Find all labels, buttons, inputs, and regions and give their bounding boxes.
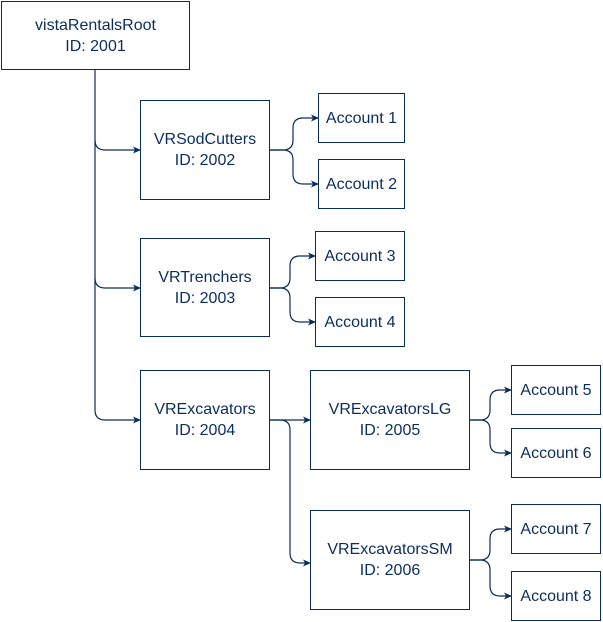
connector-trenchers-to-account-4 <box>270 287 316 326</box>
account-label: Account 1 <box>325 109 398 127</box>
node-vista-rentals-root[interactable]: vistaRentalsRoot ID: 2001 <box>1 1 190 70</box>
account-node-7[interactable]: Account 7 <box>511 504 601 554</box>
connector-sodcutters-to-account-1 <box>270 114 319 151</box>
connector-lg-to-account-5 <box>470 386 512 421</box>
account-node-4[interactable]: Account 4 <box>315 297 405 347</box>
node-id: ID: 2006 <box>359 562 421 579</box>
account-node-8[interactable]: Account 8 <box>511 571 601 621</box>
node-id: ID: 2004 <box>174 422 236 439</box>
node-name: VRTrenchers <box>158 268 252 286</box>
connector-trenchers-to-account-3 <box>270 252 316 289</box>
account-label: Account 6 <box>520 444 592 462</box>
connector-excavators-to-sm <box>270 419 311 567</box>
account-node-5[interactable]: Account 5 <box>511 365 601 415</box>
account-label: Account 2 <box>325 175 398 193</box>
node-vr-excavators-sm[interactable]: VRExcavatorsSM ID: 2006 <box>310 510 470 610</box>
node-name: VRExcavatorsSM <box>327 541 453 558</box>
connector-sodcutters-to-account-2 <box>270 149 319 188</box>
account-label: Account 7 <box>520 520 592 538</box>
node-id: ID: 2003 <box>174 289 236 307</box>
connector-sm-to-account-8 <box>470 559 512 600</box>
node-name: VRSodCutters <box>153 131 257 148</box>
account-node-2[interactable]: Account 2 <box>318 159 405 209</box>
node-name: VRExcavatorsLG <box>328 401 452 418</box>
node-id: ID: 2005 <box>359 422 421 439</box>
connector-sm-to-account-7 <box>470 525 512 561</box>
node-vr-excavators-lg[interactable]: VRExcavatorsLG ID: 2005 <box>310 370 470 470</box>
connector-root-to-trenchers <box>94 140 141 292</box>
node-name: vistaRentalsRoot <box>35 16 156 34</box>
account-label: Account 3 <box>324 247 396 265</box>
account-node-3[interactable]: Account 3 <box>315 231 405 281</box>
account-label: Account 5 <box>520 381 592 399</box>
account-node-6[interactable]: Account 6 <box>511 428 601 478</box>
connector-root-to-excavators <box>94 278 141 424</box>
node-vr-sod-cutters[interactable]: VRSodCutters ID: 2002 <box>140 100 270 200</box>
node-id: ID: 2001 <box>65 37 126 55</box>
node-id: ID: 2002 <box>174 152 236 169</box>
node-name: VRExcavators <box>154 401 256 418</box>
account-label: Account 8 <box>520 587 592 605</box>
connector-lg-to-account-6 <box>470 419 512 457</box>
connector-root-to-sodcutters <box>94 70 141 154</box>
account-label: Account 4 <box>324 313 396 331</box>
node-vr-trenchers[interactable]: VRTrenchers ID: 2003 <box>140 238 270 337</box>
node-vr-excavators[interactable]: VRExcavators ID: 2004 <box>140 370 270 470</box>
account-node-1[interactable]: Account 1 <box>318 93 405 143</box>
